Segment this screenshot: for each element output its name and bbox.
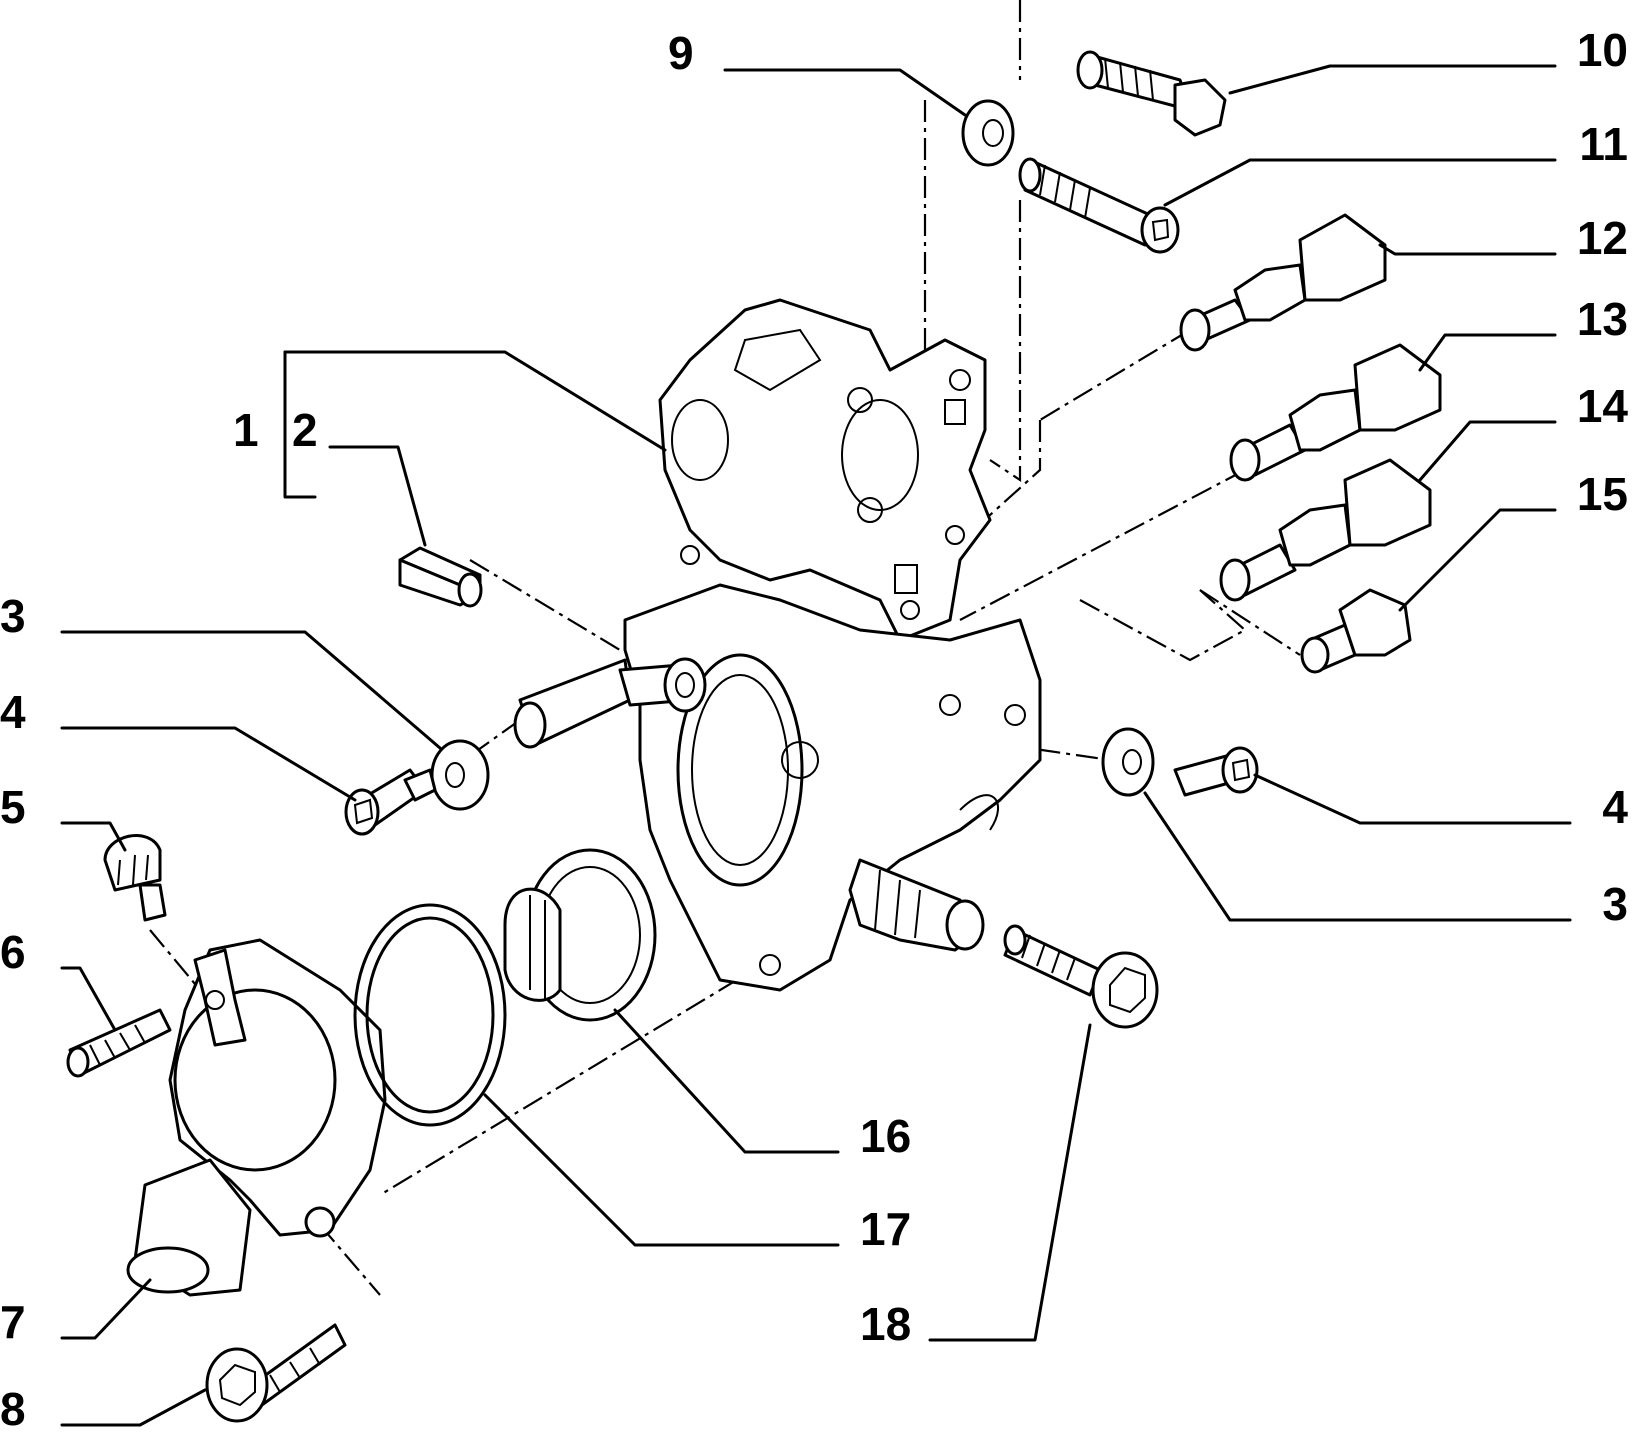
callout-4-left: 4 bbox=[0, 686, 26, 738]
callout-3-right: 3 bbox=[1602, 878, 1628, 930]
bleed-screw bbox=[103, 834, 167, 922]
callout-10: 10 bbox=[1577, 24, 1628, 76]
thermostat-16 bbox=[503, 848, 657, 1022]
callout-13: 13 bbox=[1577, 293, 1628, 345]
flange-bolt-18 bbox=[1003, 924, 1159, 1029]
temperature-sensor-12 bbox=[1179, 213, 1387, 352]
thermostat-housing bbox=[623, 298, 1042, 992]
cap-screw-right bbox=[1173, 746, 1259, 797]
callout-17: 17 bbox=[860, 1203, 911, 1255]
plug-15 bbox=[1300, 588, 1412, 674]
leader-lines bbox=[60, 64, 1572, 1427]
callout-11: 11 bbox=[1579, 118, 1628, 170]
callout-12: 12 bbox=[1577, 212, 1628, 264]
hose-spigot bbox=[848, 858, 985, 952]
callout-6: 6 bbox=[0, 926, 26, 978]
o-ring-17 bbox=[353, 903, 507, 1127]
callout-18: 18 bbox=[860, 1298, 911, 1350]
callout-4-right: 4 bbox=[1602, 781, 1628, 833]
flange-bolt-left bbox=[205, 1323, 347, 1423]
callout-9: 9 bbox=[668, 27, 694, 79]
sealing-washer-9 bbox=[961, 99, 1015, 167]
cap-screw-11 bbox=[1018, 157, 1180, 254]
callout-2: 2 bbox=[292, 404, 318, 456]
washer-right bbox=[1101, 727, 1155, 797]
callout-14: 14 bbox=[1577, 380, 1629, 432]
dowel-sleeve bbox=[398, 546, 483, 608]
hex-bolt-10 bbox=[1076, 50, 1227, 137]
thermostat-cover bbox=[126, 938, 387, 1297]
temperature-sensor-13 bbox=[1229, 343, 1442, 482]
stud bbox=[66, 1008, 172, 1078]
callout-3-left: 3 bbox=[0, 590, 26, 642]
cap-screw-left bbox=[344, 768, 437, 836]
callout-5: 5 bbox=[0, 781, 26, 833]
dowel-pins bbox=[513, 657, 707, 749]
temperature-sensor-14 bbox=[1219, 458, 1432, 602]
callout-7: 7 bbox=[0, 1296, 26, 1348]
washer-left bbox=[430, 739, 490, 811]
callout-1: 1 bbox=[233, 404, 259, 456]
callout-16: 16 bbox=[860, 1110, 911, 1162]
callout-labels: 1 2 3 4 5 6 7 8 9 10 11 12 13 14 15 4 3 … bbox=[0, 24, 1628, 1435]
callout-15: 15 bbox=[1577, 468, 1628, 520]
callout-8: 8 bbox=[0, 1383, 26, 1435]
